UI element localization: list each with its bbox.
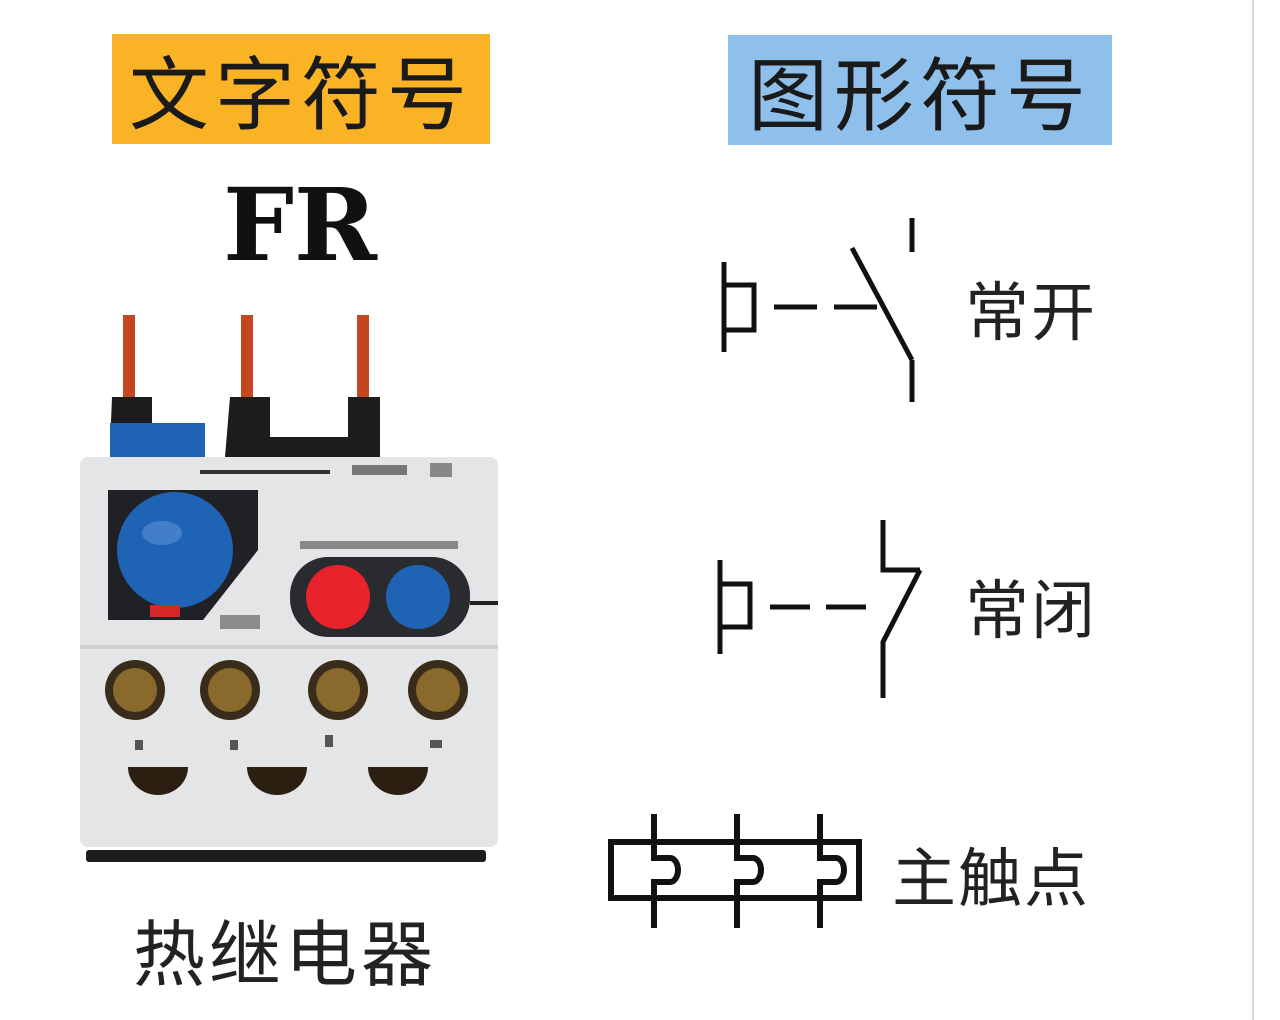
screw-head (416, 668, 460, 712)
normally-closed-contact-symbol (717, 520, 923, 698)
thermal-relay-photo (80, 315, 498, 862)
body-divider (80, 645, 498, 649)
graphic-symbol-text: 图形符号 (748, 50, 1092, 143)
small-mark (430, 740, 442, 748)
normally-closed-label: 常闭 (965, 575, 1097, 649)
lower-terminal (247, 767, 307, 795)
device-name: 热继电器 (132, 913, 437, 997)
device-code: FR (222, 166, 378, 284)
contact-terminal-line (880, 520, 920, 573)
lower-terminal (128, 767, 188, 795)
dial-highlight (142, 521, 182, 545)
label-mark (220, 615, 260, 629)
lower-terminal (368, 767, 428, 795)
terminal-wire (241, 315, 253, 405)
small-mark (325, 735, 333, 747)
normally-open-contact-symbol (721, 218, 915, 402)
thermal-element-line (724, 282, 757, 333)
relay-base (86, 850, 486, 862)
image-border (1252, 0, 1254, 1020)
contact-blade-line (880, 568, 923, 698)
top-mark (352, 465, 407, 475)
setting-dial (117, 492, 233, 608)
thermal-element-line (734, 814, 764, 928)
top-mark (200, 470, 330, 474)
screw-head (208, 668, 252, 712)
reset-button (306, 565, 370, 629)
text-symbol-text: 文字符号 (129, 49, 473, 142)
terminal-clip (110, 423, 205, 457)
thermal-element-line (651, 814, 681, 928)
scale-mark (300, 541, 458, 549)
terminal-post (225, 397, 320, 457)
thermal-element-line (720, 581, 753, 630)
screw-head (113, 668, 157, 712)
trip-indicator (150, 605, 180, 617)
small-mark (135, 740, 143, 750)
contact-blade-line (849, 246, 915, 362)
terminal-wire (357, 315, 369, 405)
main-contact-label: 主触点 (892, 843, 1090, 917)
main-contact-symbol (608, 814, 862, 928)
text-symbol-label: 文字符号 (112, 34, 490, 144)
top-mark (430, 463, 452, 477)
stop-button (386, 565, 450, 629)
side-mark (470, 601, 498, 605)
screw-head (316, 668, 360, 712)
terminal-post (310, 397, 380, 457)
graphic-symbol-label: 图形符号 (728, 35, 1112, 145)
normally-open-label: 常开 (965, 277, 1097, 351)
small-mark (230, 740, 238, 750)
thermal-element-line (817, 814, 847, 928)
terminal-wire (123, 315, 135, 405)
